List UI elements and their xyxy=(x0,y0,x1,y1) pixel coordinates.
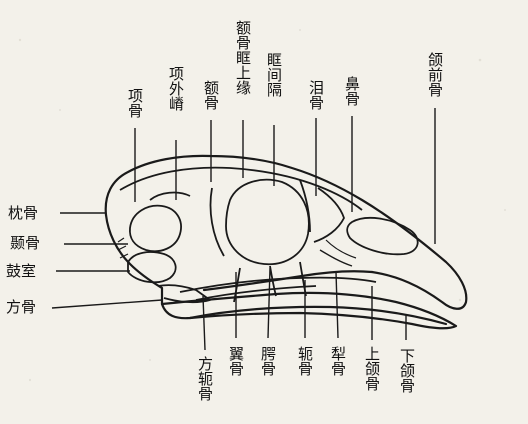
label-xia-he-gu: 下颌骨 xyxy=(398,348,416,393)
label-kuang-jian-ge: 眶间隔 xyxy=(265,52,283,97)
label-zhen-gu: 枕骨 xyxy=(8,204,38,222)
leader-e-gu-palatine xyxy=(268,268,270,338)
label-e-gu-kuang-shang-yuan: 额骨眶上缘 xyxy=(234,20,252,95)
label-e-gu: 额骨 xyxy=(202,80,220,110)
label-fang-e-gu: 方轭骨 xyxy=(196,356,214,401)
label-lei-gu: 泪骨 xyxy=(307,80,325,110)
label-e-gu-jugal: 轭骨 xyxy=(296,346,314,376)
label-bi-gu: 鼻骨 xyxy=(343,76,361,106)
label-shang-he-gu: 上颌骨 xyxy=(363,346,381,391)
label-fang-gu: 方骨 xyxy=(6,298,36,316)
label-li-gu: 犁骨 xyxy=(329,346,347,376)
leader-fang-e-gu xyxy=(203,296,205,350)
label-e-gu-palatine: 腭骨 xyxy=(259,346,277,376)
label-nie-gu: 颞骨 xyxy=(10,234,40,252)
leader-fang-gu xyxy=(52,300,162,308)
label-xiang-wai-ji: 项外嵴 xyxy=(167,66,185,111)
label-xiang-gu: 项骨 xyxy=(126,88,144,118)
label-he-qian-gu: 颌前骨 xyxy=(426,52,444,97)
skull-outline xyxy=(106,156,467,328)
leader-li-gu xyxy=(336,272,338,338)
label-gu-shi: 鼓室 xyxy=(6,262,36,280)
label-yi-gu: 翼骨 xyxy=(227,346,245,376)
